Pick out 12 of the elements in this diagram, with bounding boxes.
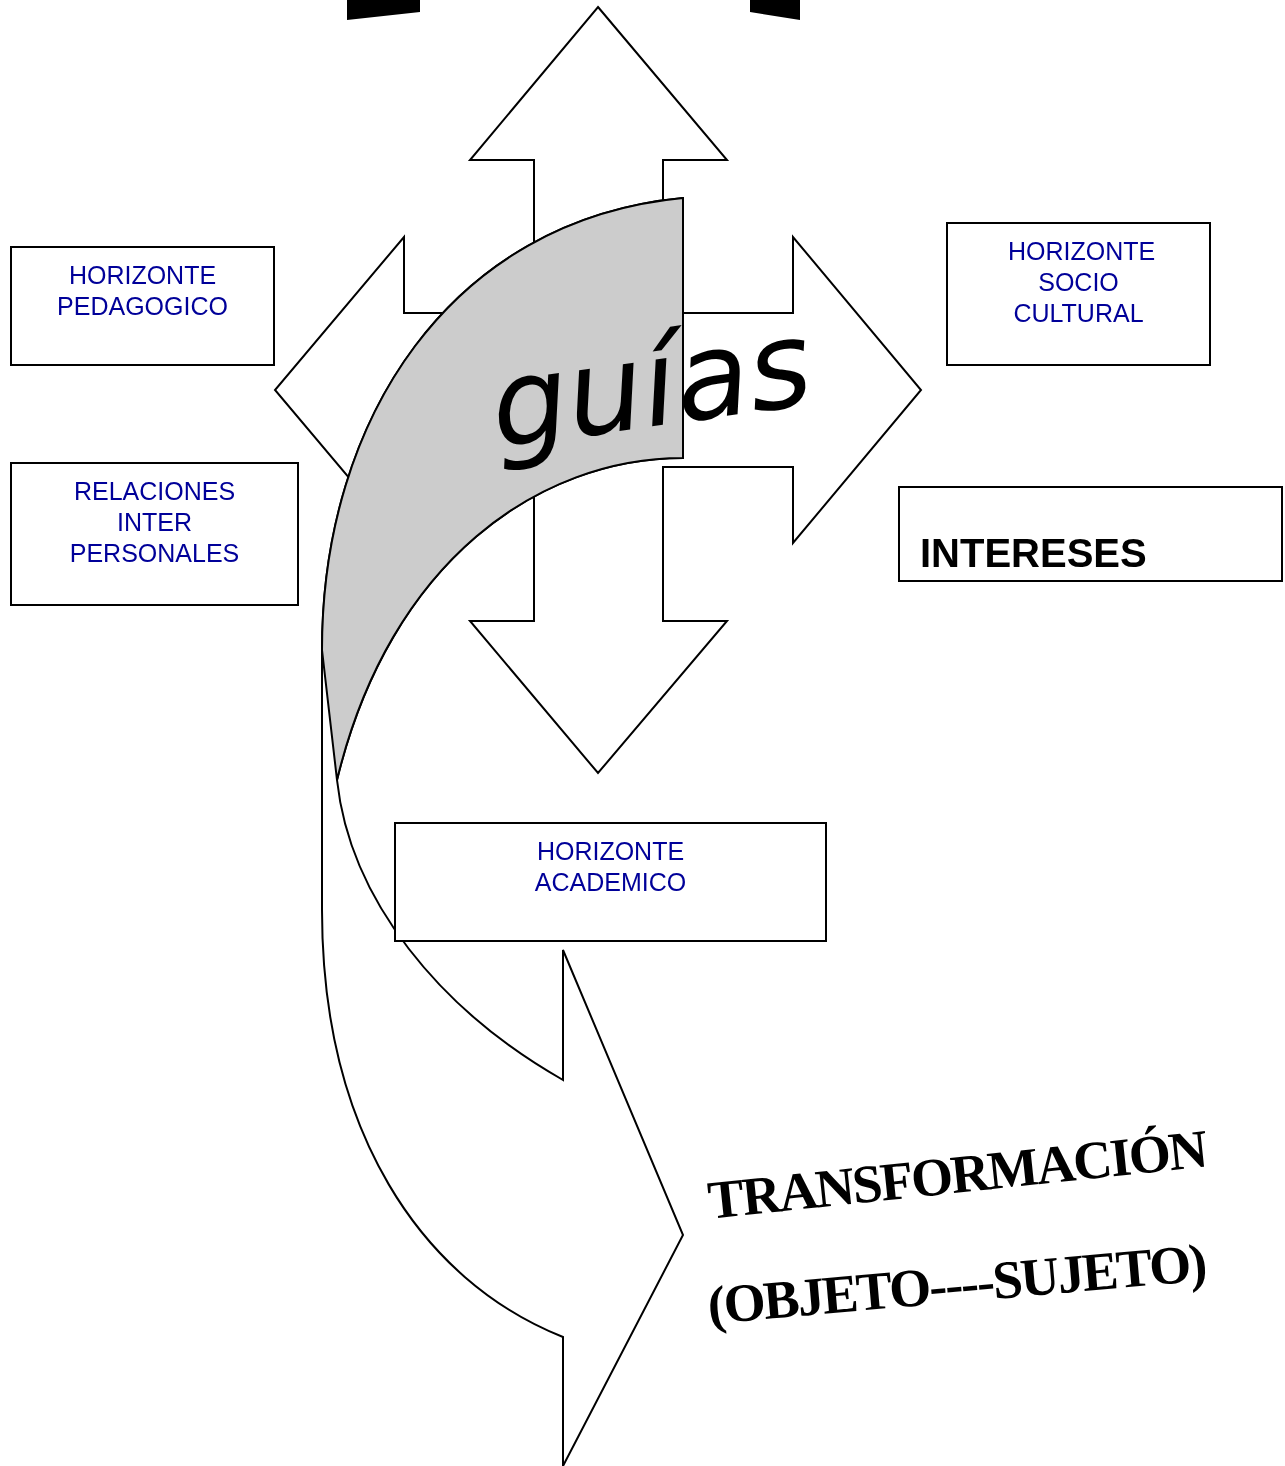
box-text: HORIZONTE PEDAGOGICO: [56, 260, 229, 322]
text-box: [10, 246, 275, 366]
arched-heading: (OBJETO----SUJETO): [705, 1231, 1208, 1337]
text-box: [946, 222, 1211, 366]
central-word: guías: [482, 298, 820, 472]
box-text: INTERESES: [919, 530, 1148, 576]
box-text: RELACIONES INTER PERSONALES: [68, 476, 241, 569]
box-text: HORIZONTE SOCIO CULTURAL: [1007, 236, 1157, 329]
text-box: [394, 822, 827, 942]
box-text: HORIZONTE ACADEMICO: [533, 836, 688, 898]
text-box: [10, 462, 299, 606]
text-box: [898, 486, 1283, 582]
